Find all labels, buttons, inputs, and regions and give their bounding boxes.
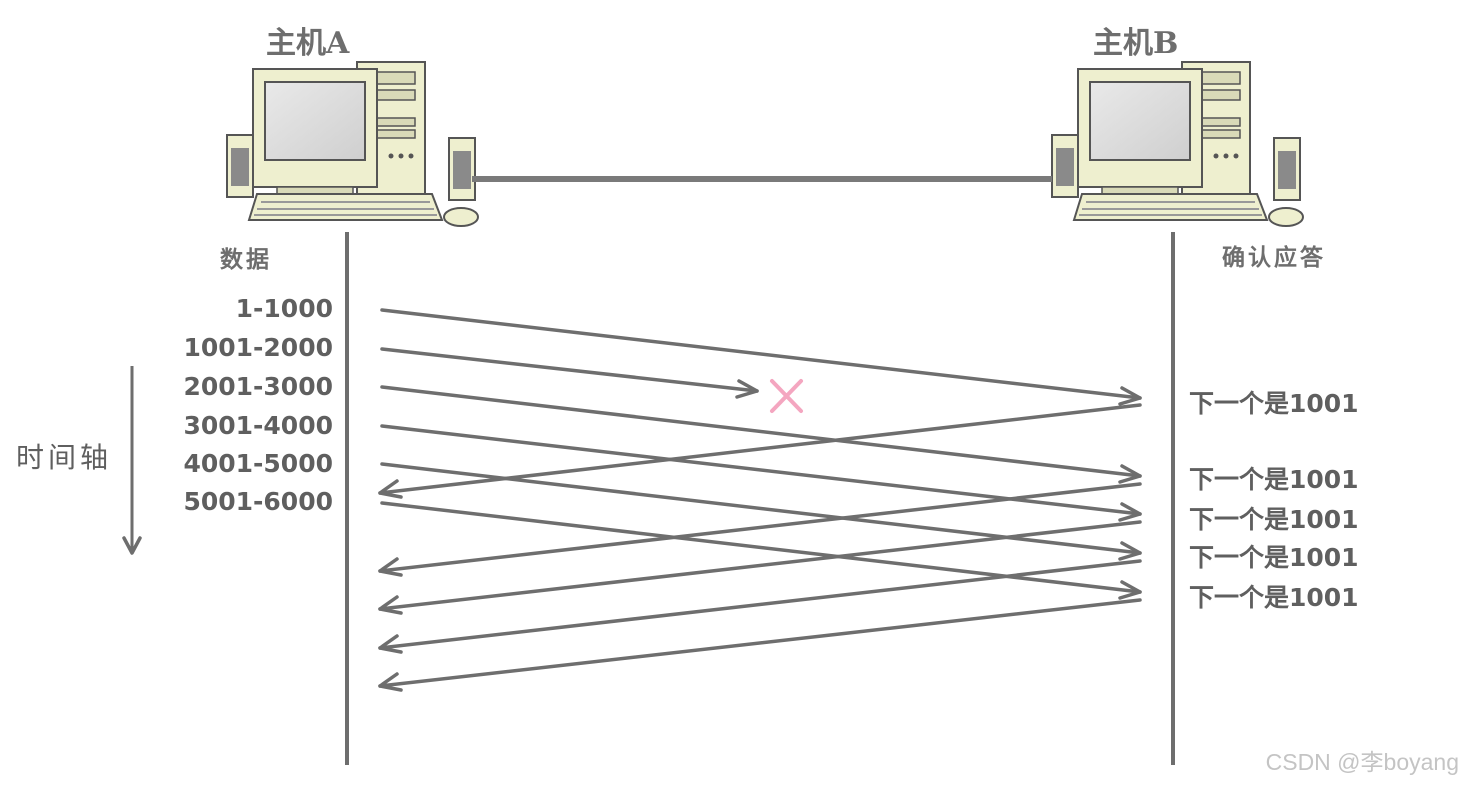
data-column-header: 数据: [220, 246, 272, 273]
ack-arrow: [378, 559, 1142, 654]
ack-arrow: [378, 598, 1142, 692]
down-arrow-icon: [122, 536, 142, 555]
time-axis-label: 时间轴: [16, 441, 112, 474]
data-arrow: [380, 385, 1142, 484]
ack-label: 下一个是1001: [1189, 505, 1359, 534]
host-a: 主机A: [226, 26, 479, 227]
ack-label: 下一个是1001: [1189, 389, 1359, 418]
ack-column-header: 确认应答: [1222, 244, 1326, 271]
segment-label: 1001-2000: [183, 333, 333, 362]
host-a-label: 主机A: [266, 26, 350, 61]
segment-label: 1-1000: [236, 294, 333, 323]
ack-arrow: [378, 482, 1142, 577]
data-arrows: [380, 308, 1142, 600]
segment-label: 5001-6000: [183, 487, 333, 516]
ack-label: 下一个是1001: [1189, 465, 1359, 494]
watermark: CSDN @李boyang: [1266, 749, 1459, 775]
segment-label: 3001-4000: [183, 411, 333, 440]
time-axis: 时间轴: [16, 366, 142, 555]
segment-label: 2001-3000: [183, 372, 333, 401]
ack-label: 下一个是1001: [1189, 583, 1359, 612]
segment-label: 4001-5000: [183, 449, 333, 478]
data-arrow-lost: [380, 347, 759, 399]
data-arrow: [380, 501, 1142, 600]
host-b: 主机B: [1051, 26, 1304, 227]
desktop-computer-icon: [1051, 61, 1304, 227]
data-arrow: [380, 424, 1142, 522]
cross-icon: [770, 379, 803, 413]
segment-list: 1-1000 1001-2000 2001-3000 3001-4000 400…: [183, 294, 333, 516]
ack-arrow: [378, 403, 1142, 499]
ack-arrows: [378, 403, 1142, 692]
ack-list: 下一个是1001 下一个是1001 下一个是1001 下一个是1001 下一个是…: [1189, 389, 1359, 612]
ack-label: 下一个是1001: [1189, 543, 1359, 572]
desktop-computer-icon: [226, 61, 479, 227]
data-arrow: [380, 308, 1142, 406]
ack-arrow: [378, 520, 1142, 615]
host-b-label: 主机B: [1093, 26, 1178, 61]
